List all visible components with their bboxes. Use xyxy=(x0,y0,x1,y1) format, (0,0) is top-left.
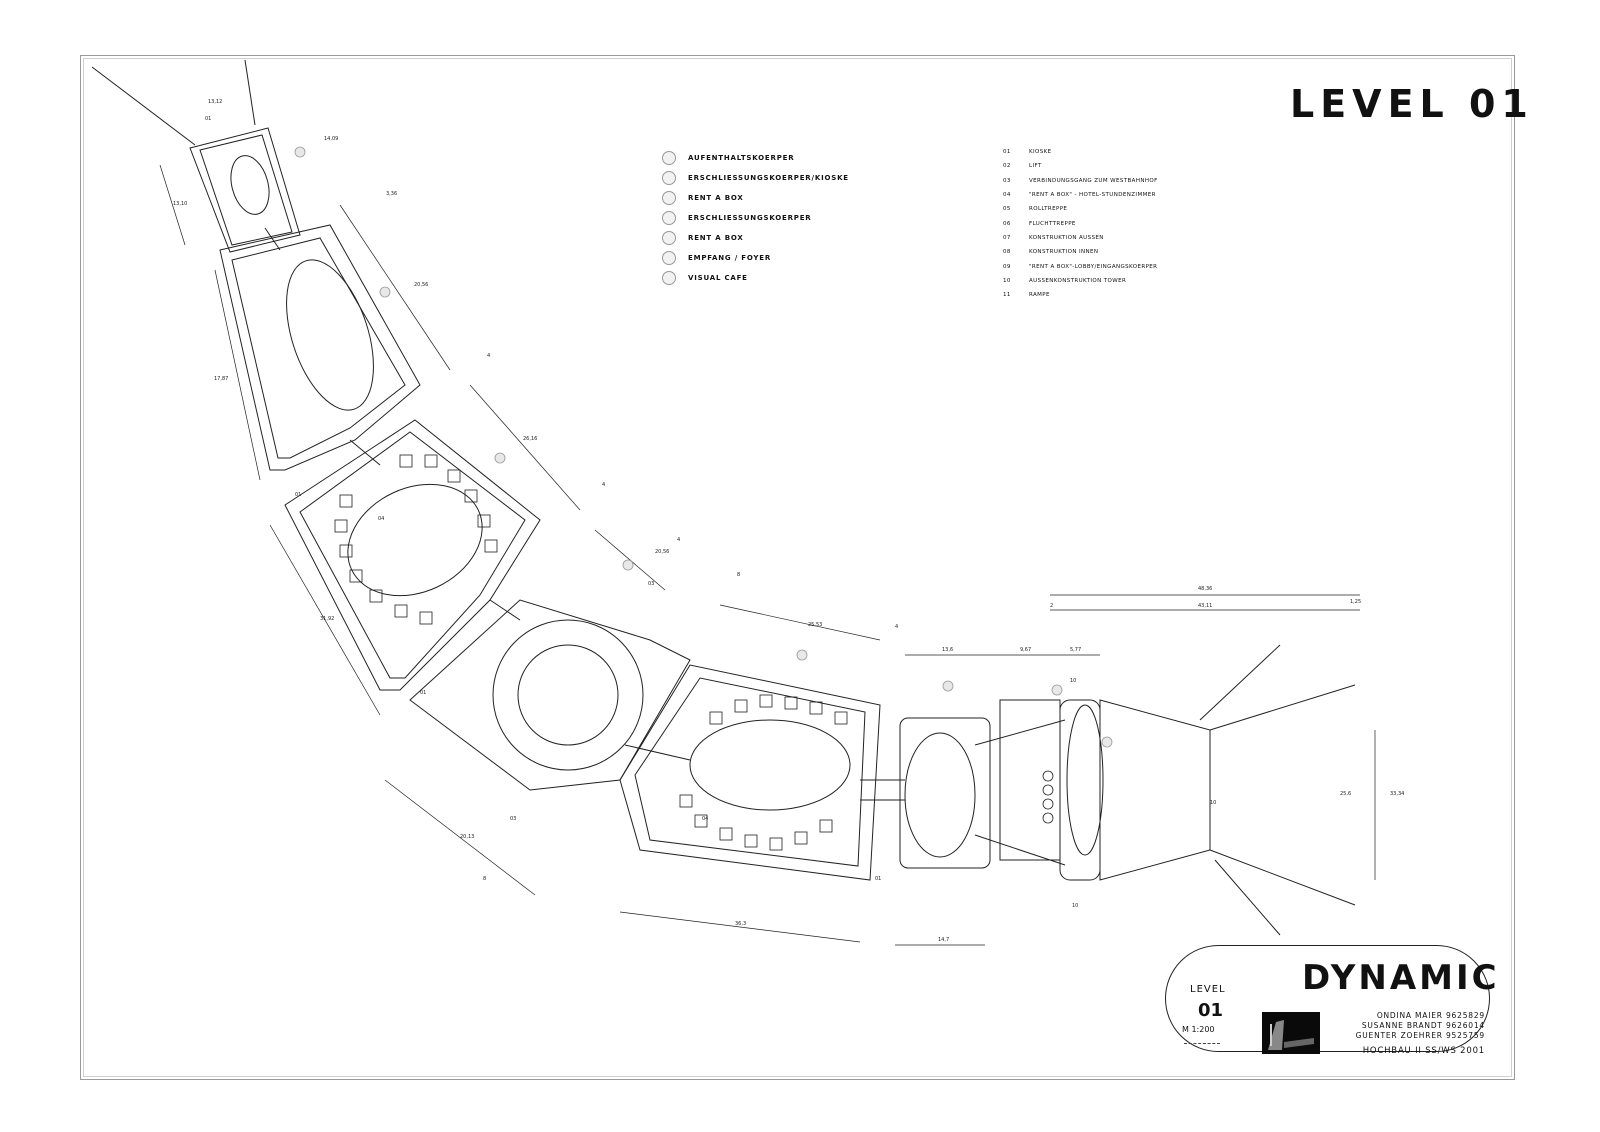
project-thumbnail xyxy=(1262,1012,1320,1054)
svg-text:4: 4 xyxy=(895,624,898,630)
svg-text:04: 04 xyxy=(378,516,384,522)
drawing-inner-border xyxy=(83,58,1512,1077)
legend-marker-icon xyxy=(662,271,676,285)
title-block-level-number: 01 xyxy=(1198,1000,1224,1021)
tower-2 xyxy=(1099,699,1211,881)
oval-1 xyxy=(286,259,374,411)
svg-text:20,13: 20,13 xyxy=(460,834,474,840)
title-block-divider xyxy=(1184,1043,1220,1044)
svg-text:31,92: 31,92 xyxy=(320,616,334,622)
oval-2 xyxy=(347,483,483,597)
svg-text:48,36: 48,36 xyxy=(1198,586,1212,592)
dim-text: 13,12 xyxy=(208,99,222,105)
svg-text:10: 10 xyxy=(1070,678,1076,684)
body-4 xyxy=(619,664,881,881)
svg-text:03: 03 xyxy=(648,581,654,587)
title-block-level-label: LEVEL xyxy=(1190,984,1226,995)
oval-4 xyxy=(689,719,851,811)
svg-text:04: 04 xyxy=(702,816,708,822)
legend-item: VISUAL CAFE xyxy=(662,268,849,288)
svg-text:8: 8 xyxy=(483,876,486,882)
svg-text:01: 01 xyxy=(420,690,426,696)
svg-text:20,56: 20,56 xyxy=(414,282,428,288)
svg-text:14,7: 14,7 xyxy=(938,937,949,943)
svg-text:33,34: 33,34 xyxy=(1390,791,1404,797)
legend-item: RENT A BOX xyxy=(662,228,849,248)
body-5 xyxy=(899,717,991,869)
body-3 xyxy=(409,599,691,791)
svg-text:10: 10 xyxy=(1072,903,1078,909)
key-row: 09"RENT A BOX"-LOBBY/EINGANGSKOERPER xyxy=(1003,263,1158,270)
legend-marker-icon xyxy=(662,151,676,165)
svg-text:01: 01 xyxy=(295,492,301,498)
round-hall xyxy=(492,619,644,771)
svg-text:10: 10 xyxy=(1210,800,1216,806)
svg-text:25,53: 25,53 xyxy=(808,622,822,628)
svg-text:25,6: 25,6 xyxy=(1340,791,1351,797)
svg-text:01: 01 xyxy=(875,876,881,882)
legend-item: ERSCHLIESSUNGSKOERPER xyxy=(662,208,849,228)
tower-1 xyxy=(189,127,301,253)
structure-line xyxy=(91,66,196,146)
svg-text:4: 4 xyxy=(487,353,490,359)
svg-text:03: 03 xyxy=(510,816,516,822)
project-title: DYNAMIC xyxy=(1302,958,1500,998)
svg-text:4: 4 xyxy=(602,482,605,488)
legend-marker-icon xyxy=(662,251,676,265)
svg-text:43,11: 43,11 xyxy=(1198,603,1212,609)
svg-text:01: 01 xyxy=(205,116,211,122)
legend: AUFENTHALTSKOERPER ERSCHLIESSUNGSKOERPER… xyxy=(662,148,849,288)
legend-marker-icon xyxy=(662,211,676,225)
svg-text:26,16: 26,16 xyxy=(523,436,537,442)
title-block-scale: M 1:200 xyxy=(1182,1025,1215,1034)
svg-text:13,6: 13,6 xyxy=(942,647,953,653)
legend-item: EMPFANG / FOYER xyxy=(662,248,849,268)
svg-text:4: 4 xyxy=(677,537,680,543)
legend-item: RENT A BOX xyxy=(662,188,849,208)
svg-text:8: 8 xyxy=(737,572,740,578)
svg-text:17,87: 17,87 xyxy=(214,376,228,382)
legend-item: AUFENTHALTSKOERPER xyxy=(662,148,849,168)
svg-text:9,67: 9,67 xyxy=(1020,647,1031,653)
svg-text:13,10: 13,10 xyxy=(173,201,187,207)
drawing-sheet-border xyxy=(80,55,1515,1080)
legend-marker-icon xyxy=(662,191,676,205)
svg-text:1,25: 1,25 xyxy=(1350,599,1361,605)
svg-text:5,77: 5,77 xyxy=(1070,647,1081,653)
body-1 xyxy=(219,224,421,471)
svg-text:20,56: 20,56 xyxy=(655,549,669,555)
svg-text:2: 2 xyxy=(1050,603,1053,609)
legend-item: ERSCHLIESSUNGSKOERPER/KIOSKE xyxy=(662,168,849,188)
title-block-course: HOCHBAU II SS/WS 2001 xyxy=(1362,1046,1485,1056)
legend-marker-icon xyxy=(662,231,676,245)
legend-marker-icon xyxy=(662,171,676,185)
key-row: 04"RENT A BOX" - HOTEL-STUNDENZIMMER xyxy=(1003,192,1156,199)
svg-text:3,36: 3,36 xyxy=(386,191,397,197)
title-block-authors: ONDINA MAIER 9625829 SUSANNE BRANDT 9626… xyxy=(1355,1011,1485,1040)
svg-text:14,09: 14,09 xyxy=(324,136,338,142)
level-title: LEVEL 01 xyxy=(1290,82,1534,126)
svg-text:36,3: 36,3 xyxy=(735,921,746,927)
title-block xyxy=(1165,945,1490,1052)
